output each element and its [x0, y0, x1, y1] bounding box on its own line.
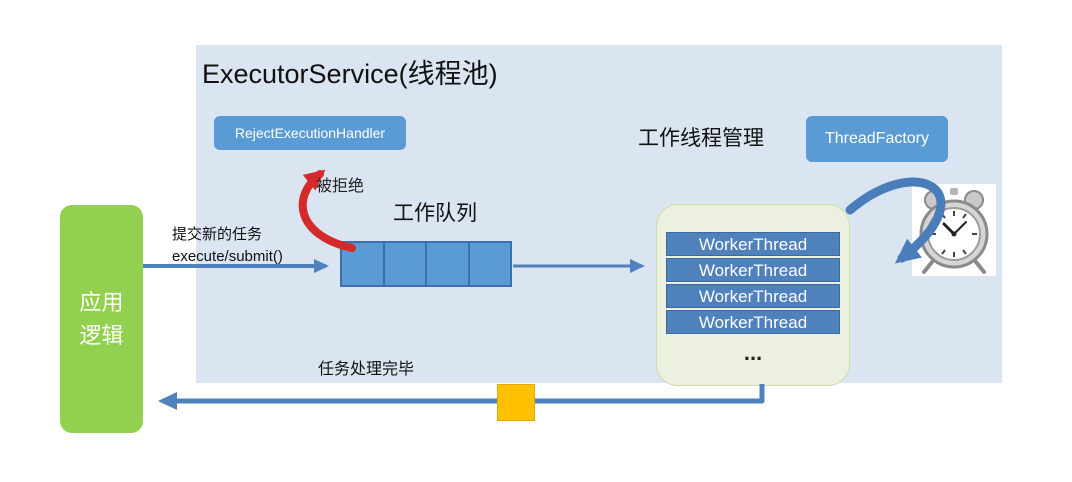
work-queue: [340, 241, 512, 287]
worker-thread-item: WorkerThread: [666, 310, 840, 334]
worker-thread-list: WorkerThread WorkerThread WorkerThread W…: [657, 205, 849, 334]
return-arrow: [158, 384, 765, 410]
task-done-label: 任务处理完毕: [318, 361, 415, 378]
reject-execution-handler-label: RejectExecutionHandler: [234, 125, 386, 141]
rejected-label: 被拒绝: [316, 178, 365, 195]
worker-management-label: 工作线程管理: [638, 127, 764, 150]
submit-caption-line1: 提交新的任务: [172, 226, 263, 243]
queue-cell: [467, 241, 512, 287]
worker-thread-pool-box: WorkerThread WorkerThread WorkerThread W…: [656, 204, 850, 386]
thread-factory-shape: ThreadFactory: [806, 116, 948, 162]
return-line-marker: [497, 384, 535, 421]
app-logic-line2: 逻辑: [79, 323, 124, 348]
diagram-title: ExecutorService(线程池): [202, 59, 498, 89]
submit-caption: 提交新的任务 execute/submit(): [172, 224, 283, 268]
queue-cell: [425, 241, 470, 287]
app-logic-line1: 应用: [79, 290, 124, 315]
queue-cell: [382, 241, 427, 287]
thread-factory-label: ThreadFactory: [824, 130, 930, 147]
worker-thread-ellipsis: ...: [743, 340, 763, 365]
worker-thread-item: WorkerThread: [666, 284, 840, 308]
submit-caption-line2: execute/submit(): [172, 248, 283, 265]
executor-service-container: [196, 45, 1002, 383]
worker-thread-item: WorkerThread: [666, 232, 840, 256]
alarm-clock-icon: [912, 184, 996, 276]
queue-cell: [340, 241, 385, 287]
app-logic-box: 应用 逻辑: [60, 205, 143, 433]
reject-execution-handler-shape: RejectExecutionHandler: [214, 116, 406, 150]
worker-thread-item: WorkerThread: [666, 258, 840, 282]
work-queue-label: 工作队列: [393, 202, 477, 225]
